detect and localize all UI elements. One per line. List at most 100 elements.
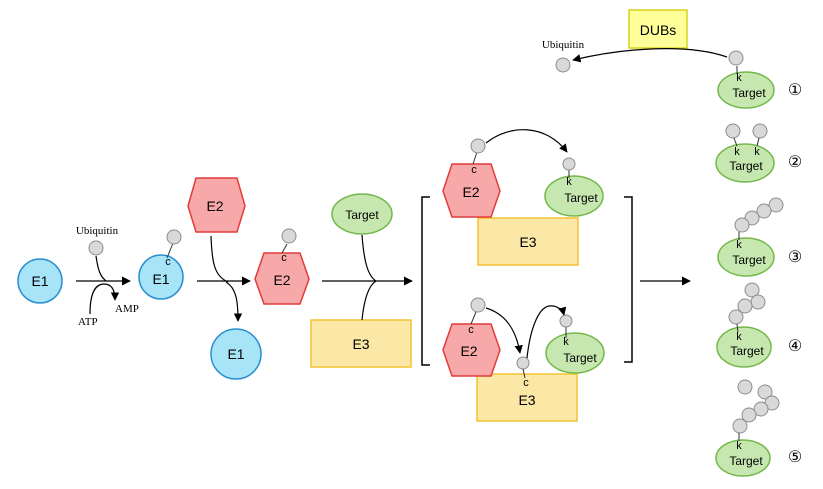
target-label: Target [729,454,763,468]
e1-circle [138,254,184,300]
ubiquitin-ball [734,217,750,233]
e3-box [476,373,578,422]
target-label: Target [732,86,766,100]
arrow-ub-transfer-lower [526,305,567,359]
lysine-k-label: k [736,72,742,84]
chain-number-2: ② [788,154,802,171]
target-ellipse [331,193,393,235]
ubiquitin-ball [728,50,744,66]
target-label: Target [563,351,597,365]
ubiquitin-ball [768,197,784,213]
e1-label: E1 [152,271,169,287]
ubiquitin-ball [728,309,744,325]
lysine-k-label: k [736,440,742,452]
e1-ubiquitin-complex: E1 c [138,229,184,300]
e3-label: E3 [518,392,535,408]
ubiquitin-ball-e3 [516,356,530,370]
e1-circle [17,258,63,304]
e2-hexagon [187,177,246,233]
lysine-k-label: k [736,239,742,251]
target-label: Target [730,344,764,358]
ubiquitin-ball [753,401,769,417]
e3-label: E3 [519,234,536,250]
target-ellipse [715,439,771,477]
product-3-polyubiquitin-chain: Target k ③ [717,197,802,277]
product-1-monoubiquitination: Target k ① [717,50,802,109]
e3-mechanism-lower: E3 E2 c c Target k [442,297,605,422]
chain-number-5: ⑤ [788,449,802,466]
ubiquitin-ball [166,229,182,245]
lysine-k-label: k [754,146,760,158]
e3-box [477,217,579,266]
e2-ubiquitin-complex: E2 c [254,228,310,305]
target-label: Target [732,253,766,267]
thioester-c-label: c [523,377,529,389]
lysine-k-label: k [563,336,569,348]
e3-label: E3 [352,336,369,352]
e3-mechanism-upper: E3 E2 c Target k [442,129,604,266]
arrow-ub-transfer-upper [485,129,568,153]
arrow-ub-to-e1 [95,255,107,282]
e1-released: E1 [210,328,262,380]
dubs-label: DUBs [640,22,677,38]
e1-label: E1 [227,346,244,362]
ubiquitin-ball [756,203,772,219]
target-ellipse [544,175,604,217]
ubiquitin-ball-transferred [559,314,573,328]
ubiquitin-ball-left [88,240,104,256]
e2-free: E2 [187,177,246,233]
target-ellipse [716,326,772,368]
ubiquitin-ball-released [555,57,571,73]
lysine-k-label: k [566,176,572,188]
arrow-e1-release [225,281,243,322]
ubiquitin-ball [470,297,486,313]
target-label: Target [729,159,763,173]
arrow-atp-amp [89,283,120,315]
ubiquitin-ball [744,282,760,298]
e2-label: E2 [206,198,223,214]
bracket-right [624,196,633,363]
e2-hexagon [254,252,310,305]
thioester-c-label: c [471,164,477,176]
arrow-e3-in [361,280,377,321]
arrow-dub-removal [572,48,728,63]
target-ellipse [715,143,775,183]
ubiquitin-ball [750,294,766,310]
ubiquitin-ball [737,379,753,395]
ubiquitin-ball [737,298,753,314]
ubiquitin-ball [757,384,773,400]
arrow-e2-in [210,235,229,283]
amp-label: AMP [115,303,139,315]
bracket-left [421,196,430,366]
target-ellipse [545,332,605,374]
ubiquitin-ball-transferred [562,157,576,171]
ubiquitin-ball [752,123,768,139]
ubiquitin-ball [725,123,741,139]
ubiquitin-ball [470,138,486,154]
product-4-branched-chain: Target k ④ [716,282,802,368]
ubiquitin-label-top: Ubiquitin [542,39,585,51]
dubs-box: DUBs [628,9,688,49]
arrow-e2-to-e3 [485,307,523,354]
lysine-k-label: k [736,331,742,343]
ubiquitin-ball [732,418,748,434]
thioester-c-label: c [468,324,474,336]
e2-hexagon [442,323,501,377]
target-label: Target [345,208,379,222]
chain-number-4: ④ [788,338,802,355]
atp-label: ATP [78,316,98,328]
e1-free: E1 [17,258,63,304]
ubiquitin-ball [281,228,297,244]
e3-box [310,319,412,368]
e2-label: E2 [460,343,477,359]
target-ellipse [717,71,775,109]
arrow-target-in [361,234,377,282]
target-ellipse [717,237,775,277]
product-2-multi-monoubiquitination: Target k k ② [715,123,802,183]
e2-label: E2 [462,184,479,200]
e2-label: E2 [273,272,290,288]
ubiquitin-ball [741,407,757,423]
chain-number-1: ① [788,82,802,99]
product-5-mixed-chain: Target k ⑤ [715,379,802,477]
